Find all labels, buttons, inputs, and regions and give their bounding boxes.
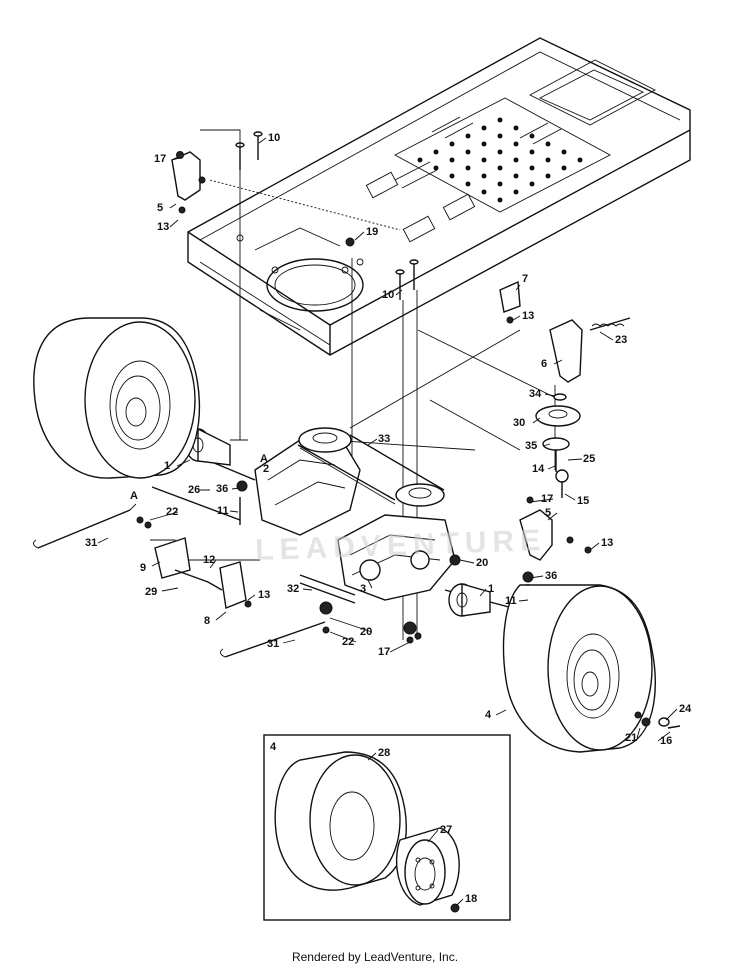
callout-11: 11: [505, 595, 517, 607]
callout-18: 18: [465, 893, 477, 905]
callout-34: 34: [529, 388, 542, 400]
callout-32: 32: [287, 583, 299, 595]
bracket-right: [519, 496, 592, 561]
callout-12: 12: [203, 554, 215, 566]
callout-16: 16: [660, 735, 672, 747]
grid-holes: [417, 117, 583, 203]
callout-31: 31: [85, 537, 97, 549]
callout-5: 5: [545, 507, 551, 519]
callout-23: 23: [615, 334, 627, 346]
callout-17: 17: [378, 646, 390, 658]
rear-tire-right: [502, 584, 681, 753]
callout-13: 13: [157, 221, 169, 233]
callout-11: 11: [217, 505, 229, 517]
callout-17: 17: [154, 153, 166, 165]
wheel-assembly-inset: [263, 734, 511, 921]
callout-1: 1: [164, 460, 170, 472]
callout-17: 17: [541, 493, 553, 505]
callout-19: 19: [366, 226, 378, 238]
inset-label: 4: [270, 741, 277, 753]
fasteners: [236, 480, 534, 644]
callout-33: 33: [378, 433, 390, 445]
callout-3: 3: [360, 583, 366, 595]
callout-14: 14: [532, 463, 545, 475]
callout-1: 1: [488, 583, 494, 595]
callout-36: 36: [216, 483, 228, 495]
callout-31: 31: [267, 638, 279, 650]
callout-13: 13: [258, 589, 270, 601]
idler-assembly: [499, 280, 631, 498]
rear-tire-left: [33, 317, 201, 479]
callout-36: 36: [545, 570, 557, 582]
callout-28: 28: [378, 747, 390, 759]
callout-15: 15: [577, 495, 589, 507]
callout-21: 21: [625, 732, 637, 744]
callout-27: 27: [440, 824, 452, 836]
callout-labels: 10 17 5 13 19 10 7 13 23 6 34 30 35 14 2…: [85, 132, 692, 905]
wheel-hub-right: [448, 583, 491, 617]
callout-10: 10: [268, 132, 280, 144]
callout-13: 13: [601, 537, 613, 549]
callout-7: 7: [522, 273, 528, 285]
footer-credit: Rendered by LeadVenture, Inc.: [291, 950, 459, 964]
callout-leaders: [97, 137, 678, 907]
callout-30: 30: [513, 417, 525, 429]
callout-25: 25: [583, 453, 595, 465]
callout-10: 10: [382, 289, 394, 301]
callout-6: 6: [541, 358, 547, 370]
callout-8: 8: [204, 615, 210, 627]
callout-13: 13: [522, 310, 534, 322]
leader-lines: [150, 129, 561, 640]
callout-A: A: [130, 490, 138, 502]
callout-5: 5: [157, 202, 163, 214]
callout-35: 35: [525, 440, 537, 452]
chassis-frame: [187, 37, 691, 356]
transmission-assembly: [194, 427, 521, 611]
callout-20: 20: [360, 626, 372, 638]
callout-29: 29: [145, 586, 157, 598]
bolts-top: [235, 131, 419, 300]
callout-22: 22: [342, 636, 354, 648]
callout-20: 20: [476, 557, 488, 569]
callout-24: 24: [679, 703, 692, 715]
bracket-left-top: [171, 151, 206, 214]
callout-4: 4: [485, 709, 492, 721]
callout-A: A: [260, 453, 268, 465]
callout-9: 9: [140, 562, 146, 574]
callout-26: 26: [188, 484, 200, 496]
control-rods: [33, 486, 330, 658]
callout-2: 2: [263, 463, 269, 475]
